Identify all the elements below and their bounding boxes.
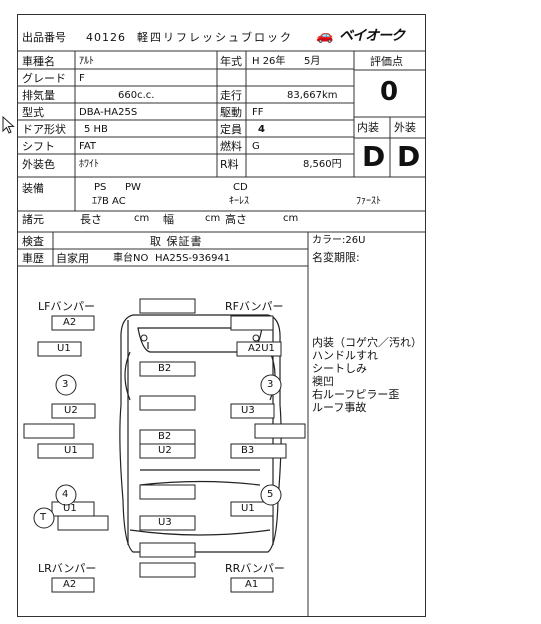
value-drive: FF [252,107,264,118]
history-usage: 自家用 [56,252,89,265]
equip-ac: ｴｱB AC [92,196,126,207]
mark-lr-door: U1 [64,445,78,456]
logo-text: ベイオーク [339,28,405,44]
equip-cd: CD [233,182,248,193]
color-code-value: 26U [345,235,366,246]
mark-lf-fender: U1 [57,343,71,354]
circle-tire: T [40,512,47,523]
note-item: ハンドルすれ [312,349,378,362]
label-recycle-fee: R料 [220,158,239,171]
label-interior: 内装 [357,121,379,134]
history-warranty: 取 保証書 [150,235,203,248]
car-outline [119,314,282,553]
label-equipment: 装備 [22,182,44,195]
label-drive: 駆動 [220,106,242,119]
label-exterior-color: 外装色 [22,158,55,171]
mark-trunk: U3 [158,517,172,528]
lot-label: 出品番号 [22,31,66,44]
note-item: ルーフ事故 [312,401,367,414]
label-score: 評価点 [370,55,403,68]
color-code-label: カラー: [312,235,346,246]
label-doors: ドア形状 [22,123,66,136]
value-car-name: ｱﾙﾄ [79,56,94,67]
diagram-lr-bumper-label: LRバンパー [38,562,97,575]
mark-lr-quarter: U1 [63,503,77,514]
unit-height: cm [283,213,299,224]
equip-keyless: ｷｰﾚｽ [229,196,249,207]
label-exterior: 外装 [394,121,416,134]
value-exterior-color: ﾎﾜｲﾄ [79,159,99,170]
circle-lf-wheel: 3 [62,379,69,390]
mark-rr-door: B3 [241,445,255,456]
value-score: 0 [380,77,399,107]
value-year-month: 5月 [304,56,321,67]
label-fuel: 燃料 [220,140,242,153]
value-recycle-fee: 8,560円 [303,159,342,170]
label-length: 長さ [80,213,102,226]
label-grade: グレード [22,72,66,85]
car-class: 軽四リフレッシュブロック [137,31,293,44]
equip-first: ﾌｧｰｽﾄ [356,196,381,207]
value-capacity: 4 [258,124,265,135]
mark-rf-door: U3 [241,405,255,416]
value-shift: FAT [79,141,97,152]
equip-pw: PW [125,182,141,193]
history-chassis-label: 車台NO [113,253,149,264]
label-inspection: 検査 [22,235,44,248]
logo-mark-icon: 🚗 [316,28,334,44]
mouse-cursor-icon [2,116,15,134]
equip-ps: PS [94,182,107,193]
value-model-code: DBA-HA25S [79,107,138,118]
mark-lf-door: U2 [64,405,78,416]
mark-rr-quarter: U1 [241,503,255,514]
mark-lr-bumper: A2 [63,579,77,590]
label-height: 高さ [225,213,247,226]
company-logo: 🚗 ベイオーク [316,26,405,44]
circle-rr-wheel: 5 [267,489,274,500]
value-displacement: 660c.c. [118,90,155,101]
lot-number: 40126 [86,31,126,44]
diagram-rr-bumper-label: RRバンパー [225,562,285,575]
mark-rf-fender: A2U1 [248,343,275,354]
note-item: シートしみ [312,362,367,375]
label-year: 年式 [220,55,242,68]
history-chassis-number: HA25S-936941 [155,253,231,264]
mark-lf-bumper: A2 [63,317,77,328]
label-shift: シフト [22,140,55,153]
mark-roof-b: U2 [158,445,172,456]
note-item: 右ルーフピラー歪 [312,388,400,401]
note-item: 襖凹 [312,375,334,388]
circle-lr-wheel: 4 [62,489,69,500]
color-code: カラー:26U [312,236,365,246]
label-model-code: 型式 [22,106,44,119]
label-car-name: 車種名 [22,55,55,68]
value-interior-grade: D [362,140,386,173]
unit-width: cm [205,213,221,224]
unit-length: cm [134,213,150,224]
value-exterior-grade: D [397,140,421,173]
diagram-rf-bumper-label: RFバンパー [225,300,284,313]
value-grade: F [79,73,85,84]
mark-rr-bumper: A1 [245,579,259,590]
value-mileage: 83,667km [287,90,338,101]
mark-hood: B2 [158,363,172,374]
circle-rf-wheel: 3 [267,379,274,390]
inspection-sheet [17,14,426,617]
value-year: H 26年 [252,56,286,67]
diagram-lf-bumper-label: LFバンパー [38,300,96,313]
label-history: 車歴 [22,252,44,265]
label-capacity: 定員 [220,123,242,136]
value-doors: 5 HB [84,124,108,135]
mark-roof-a: B2 [158,431,172,442]
label-displacement: 排気量 [22,89,55,102]
label-mileage: 走行 [220,89,242,102]
label-specs: 諸元 [22,213,44,226]
note-item: 内装（コゲ穴／汚れ） [312,336,422,349]
value-fuel: G [252,141,260,152]
label-width: 幅 [163,213,174,226]
name-change-deadline: 名変期限: [312,251,360,264]
